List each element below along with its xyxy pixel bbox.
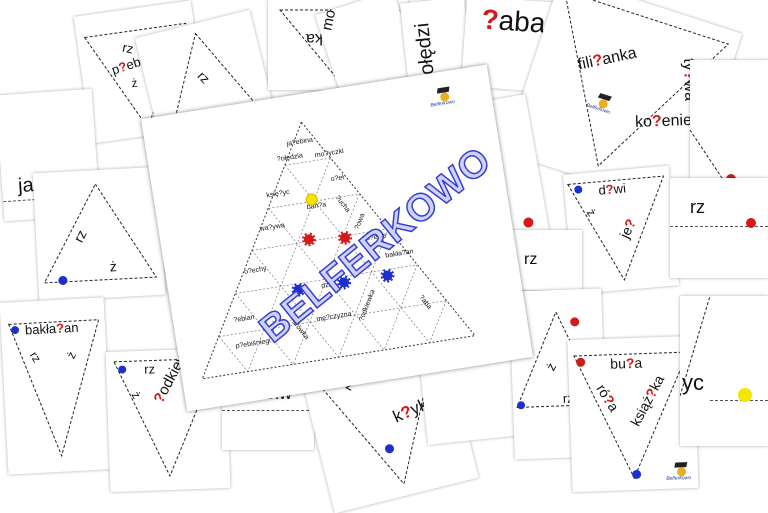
card-word: ?aba <box>480 3 547 39</box>
card-word: rz <box>143 361 156 377</box>
belferkowo-logo: Belferkowo <box>666 462 691 482</box>
card-word: bu?a <box>609 354 643 372</box>
puzzle-card[interactable]: rz <box>512 230 582 290</box>
cut-line <box>222 410 314 411</box>
cut-line <box>710 400 768 401</box>
yellow-dot <box>738 388 752 402</box>
puzzle-card[interactable]: yc <box>680 296 768 446</box>
puzzle-card[interactable]: rz <box>670 178 768 278</box>
puzzle-card[interactable]: fili?anka ty?wa ko?enie Belferkowo <box>503 0 743 211</box>
red-dot <box>522 216 535 229</box>
puzzle-card[interactable]: rz ż ?odkiewka <box>105 347 231 493</box>
cut-line <box>670 226 768 227</box>
puzzle-card[interactable]: rz ż <box>32 166 166 302</box>
main-puzzle-card[interactable]: Belferkowo ja?ebina ?ołędzia księ?yc o?e… <box>141 64 533 412</box>
puzzle-card[interactable]: d?wi je? ż <box>562 165 680 295</box>
red-dot <box>746 218 756 228</box>
card-word: bakła?an <box>24 319 79 338</box>
card-word: rz <box>524 251 538 268</box>
card-word: ko?enie <box>634 111 693 131</box>
card-word: ż <box>109 258 118 275</box>
puzzle-card[interactable]: bakła?an rz ż <box>0 297 113 475</box>
puzzle-card[interactable]: bu?a ró?a książ?ka Belferkowo <box>567 335 699 493</box>
belferkowo-logo: Belferkowo <box>430 86 455 109</box>
card-word: yc <box>682 370 704 395</box>
card-word: d?wi <box>597 180 627 198</box>
card-word: rz <box>690 197 705 217</box>
triangle-grid <box>201 121 476 380</box>
